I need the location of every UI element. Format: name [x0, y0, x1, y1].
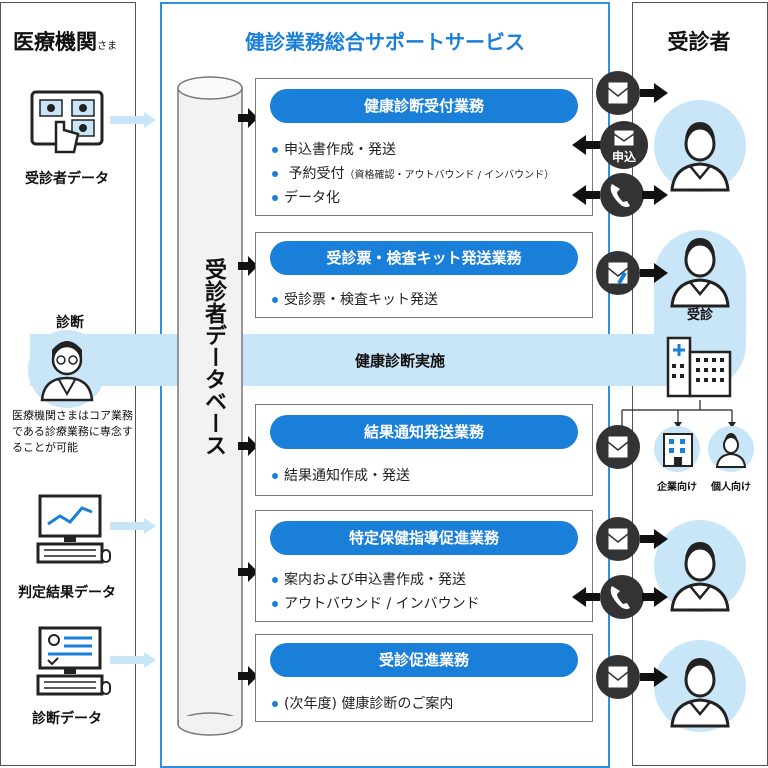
service-promotion-title: 受診促進業務	[270, 643, 578, 677]
report-arrow	[110, 652, 156, 668]
patient-data-label: 受診者データ	[25, 171, 109, 187]
promotion-mail-arrow	[596, 655, 668, 699]
center-title: 健診業務総合サポートサービス	[245, 30, 525, 54]
patient-icon-3	[670, 542, 730, 612]
database-cylinder	[177, 76, 243, 736]
office-building-icon	[663, 433, 693, 467]
kit-mail-arrow	[596, 251, 668, 295]
patient-icon-1	[670, 122, 730, 192]
bullet-promotion: (次年度) 健康診断のご案内	[272, 693, 453, 713]
bullet-kit: 受診票・検査キット発送	[272, 289, 438, 309]
doctor-icon	[40, 341, 94, 402]
service-result-notice: 結果通知発送業務 結果通知作成・発送	[255, 404, 593, 496]
service-health-guidance: 特定保健指導促進業務 案内および申込書作成・発送 アウトバウンド / インバウン…	[255, 510, 593, 622]
bullet-guidance-call: アウトバウンド / インバウンド	[272, 593, 480, 613]
chart-arrow	[110, 518, 156, 534]
patient-icon-4	[670, 658, 730, 728]
exam-label: 受診	[686, 308, 713, 323]
corporate-label: 企業向け	[657, 482, 697, 493]
apply-label: 申込	[611, 150, 636, 164]
bullet-result: 結果通知作成・発送	[272, 465, 410, 485]
guidance-mail-arrow	[596, 517, 668, 561]
service-kit-shipping: 受診票・検査キット発送業務 受診票・検査キット発送	[255, 232, 593, 318]
bullet-digitize: データ化	[272, 187, 340, 207]
db-to-service-arrows	[238, 108, 258, 686]
judgement-data-label: 判定結果データ	[18, 585, 116, 601]
individual-label: 個人向け	[711, 482, 751, 493]
computer-chart-icon	[36, 494, 111, 564]
bullet-guidance-doc: 案内および申込書作成・発送	[272, 569, 466, 589]
database-label: 受診者データベース	[201, 258, 226, 456]
bullet-reservation-note: （資格確認・アウトバウンド / インバウンド）	[344, 170, 555, 181]
branch-lines	[621, 400, 736, 428]
mail-in-arrow	[572, 121, 648, 169]
service-promotion: 受診促進業務 (次年度) 健康診断のご案内	[255, 634, 593, 722]
patient-icon-2	[670, 238, 730, 308]
mail-out-arrow-1	[596, 71, 668, 115]
diagnosis-label: 診断	[56, 315, 84, 331]
right-column-title: 受診者	[667, 30, 731, 54]
left-title-suffix: さま	[97, 41, 117, 52]
service-guidance-title: 特定保健指導促進業務	[270, 521, 578, 555]
bullet-application: 申込書作成・発送	[272, 139, 396, 159]
bullet-reservation: 予約受付（資格確認・アウトバウンド / インバウンド）	[272, 163, 554, 183]
doctor-note: 医療機関さまはコア業務である診療業務に専念することが可能	[12, 409, 133, 454]
left-column-title: 医療機関さま	[13, 30, 117, 54]
exam-band-label: 健康診断実施	[354, 352, 445, 370]
service-reception: 健康診断受付業務 申込書作成・発送 予約受付（資格確認・アウトバウンド / イン…	[255, 78, 593, 216]
service-kit-title: 受診票・検査キット発送業務	[270, 241, 578, 275]
result-mail-icon	[596, 425, 640, 469]
computer-report-icon	[36, 626, 111, 696]
tablet-touch-icon	[30, 90, 104, 154]
tablet-arrow	[110, 112, 156, 128]
diagnosis-data-label: 診断データ	[32, 711, 102, 727]
service-reception-title: 健康診断受付業務	[270, 89, 578, 123]
hospital-icon	[666, 336, 732, 398]
phone-both-arrow-2	[572, 575, 668, 619]
individual-person-icon	[715, 433, 747, 468]
service-result-title: 結果通知発送業務	[270, 415, 578, 449]
phone-both-arrow-1	[572, 173, 668, 217]
